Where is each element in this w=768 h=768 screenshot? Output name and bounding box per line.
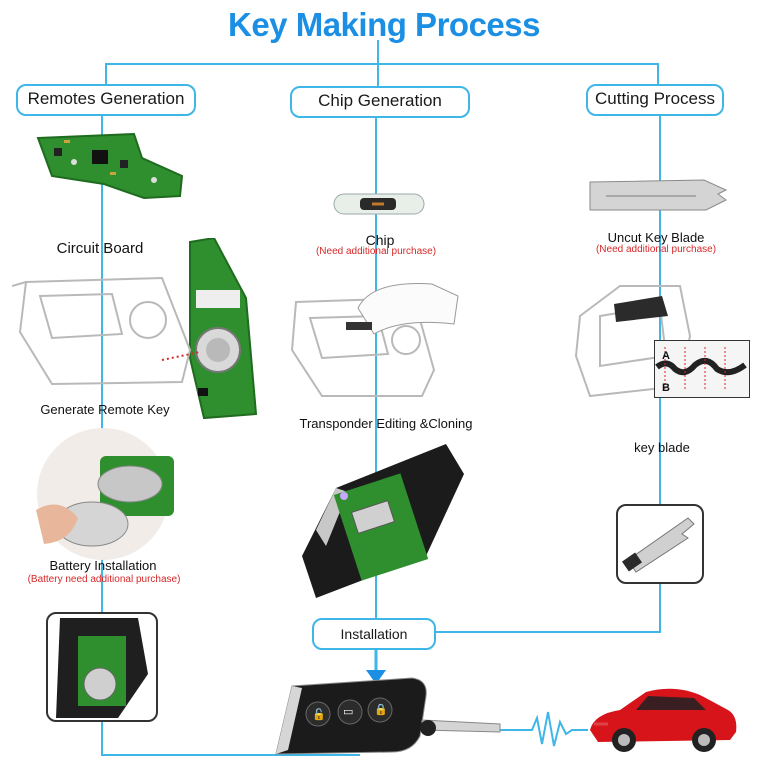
battery-installation-image: [36, 428, 174, 560]
lock-icon: 🔒: [374, 704, 388, 716]
chip-label: Chip: [365, 232, 395, 248]
finished-folding-key-image: [275, 677, 501, 755]
blade-profile-inset: [654, 340, 750, 398]
marker-b: B: [662, 382, 670, 394]
installation-label: Installation: [312, 618, 436, 650]
chip-image: [333, 193, 425, 215]
pcb-vertical-image: [189, 238, 258, 420]
transponder-programmer-image: [290, 283, 459, 397]
uncut-key-blade-image: [589, 179, 728, 211]
circuit-board-image: [36, 132, 184, 200]
chip-generation-header: Chip Generation: [290, 86, 470, 118]
battery-installation-label: Battery Installation: [49, 558, 157, 573]
key-blade-image-frame: [616, 504, 704, 584]
transponder-editing-label: Transponder Editing &Cloning: [299, 416, 473, 431]
folding-key-open-image: [302, 444, 464, 598]
chip-note: (Need additional purchase): [315, 246, 437, 257]
battery-note: (Battery need additional purchase): [27, 574, 181, 585]
unlock-icon: 🔓: [312, 709, 326, 721]
key-blade-label: key blade: [634, 440, 690, 455]
page-title: Key Making Process: [228, 6, 540, 43]
circuit-board-label: Circuit Board: [56, 240, 144, 257]
red-car-image: [590, 688, 737, 752]
key-programmer-device-image: [12, 276, 201, 386]
uncut-blade-note: (Need additional purchase): [595, 244, 717, 255]
remote-open-image-frame: [46, 612, 158, 722]
generate-remote-key-label: Generate Remote Key: [40, 402, 170, 417]
trunk-icon: ▭: [343, 706, 354, 718]
uncut-key-blade-label: Uncut Key Blade: [607, 230, 705, 245]
remotes-generation-header: Remotes Generation: [16, 84, 196, 116]
marker-a: A: [662, 350, 670, 362]
cutting-process-header: Cutting Process: [586, 84, 724, 116]
